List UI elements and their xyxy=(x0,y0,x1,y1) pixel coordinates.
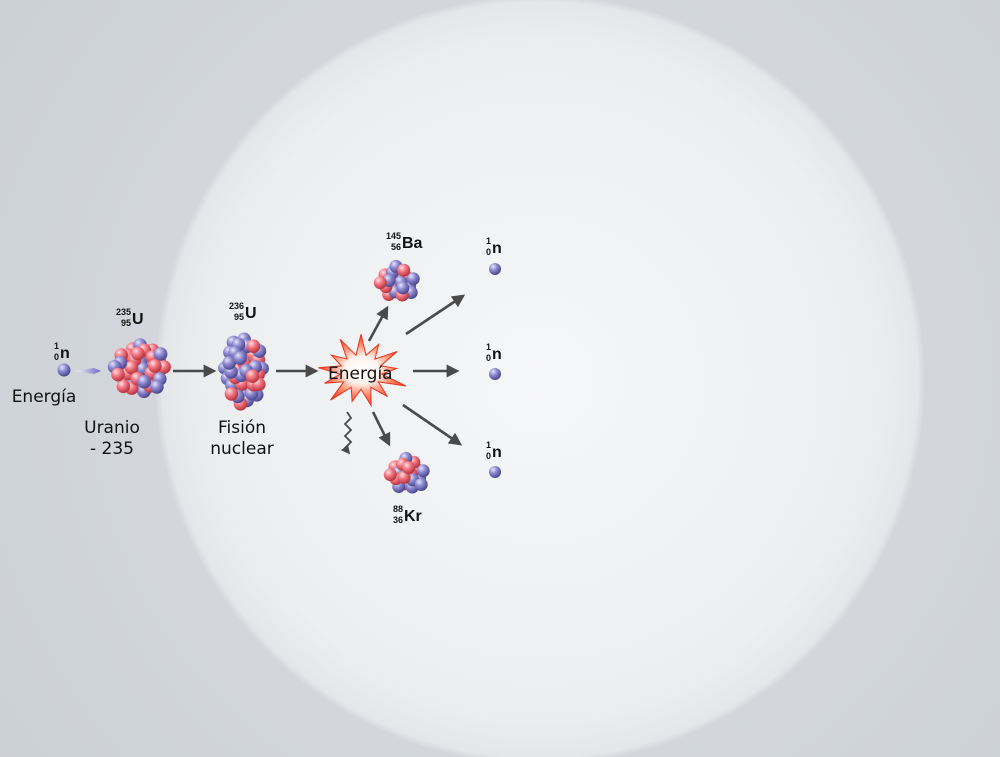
neutron xyxy=(137,375,151,389)
uranium-235-nucleus xyxy=(107,338,171,399)
caption-line-2: - 235 xyxy=(90,439,134,460)
atomic-number: 0 xyxy=(485,353,491,363)
element-symbol: U xyxy=(245,305,257,322)
fission-caption: Fisión nuclear xyxy=(196,418,288,461)
proton xyxy=(116,379,131,394)
element-symbol: U xyxy=(132,311,144,328)
neutron xyxy=(396,281,410,295)
proton xyxy=(373,276,387,290)
proton xyxy=(124,360,139,375)
incoming-energy-label: Energía xyxy=(11,387,77,407)
mass-number: 1 xyxy=(485,440,491,450)
released-neutron-symbol-middle: 1 0 n xyxy=(486,343,502,364)
neutron-particle xyxy=(57,363,71,377)
released-neutron-middle xyxy=(489,368,501,380)
proton xyxy=(111,367,125,382)
element-symbol: Kr xyxy=(404,508,422,525)
element-symbol: n xyxy=(60,345,70,362)
proton xyxy=(397,263,411,277)
incoming-neutron-symbol: 1 0 n xyxy=(54,342,70,363)
arrow-to-neutron-bottom xyxy=(402,403,463,446)
energy-burst-star xyxy=(318,334,407,408)
released-neutron-symbol-top: 1 0 n xyxy=(486,237,502,258)
atomic-number: 0 xyxy=(485,247,491,257)
incoming-neutron xyxy=(57,363,101,377)
neutron xyxy=(222,356,236,370)
mass-number: 1 xyxy=(53,341,59,351)
proton xyxy=(383,468,397,482)
mass-number: 145 xyxy=(385,231,401,241)
uranium-236-symbol: 236 95 U xyxy=(229,302,257,323)
atomic-number: 95 xyxy=(120,318,131,328)
mass-number: 88 xyxy=(392,504,403,514)
released-neutron-bottom xyxy=(489,466,501,478)
arrow-to-neutron-top xyxy=(405,294,466,336)
uranium-235-caption: Uranio - 235 xyxy=(66,418,158,461)
arrow-to-krypton xyxy=(371,411,391,447)
atomic-number: 56 xyxy=(390,242,401,252)
neutron xyxy=(150,380,164,394)
krypton-nucleus xyxy=(383,451,430,494)
mass-number: 236 xyxy=(228,301,244,311)
atomic-number: 0 xyxy=(485,451,491,461)
neutron xyxy=(153,347,168,361)
element-symbol: Ba xyxy=(402,235,423,252)
proton xyxy=(246,339,261,354)
proton xyxy=(131,346,145,361)
released-neutron-symbol-bottom: 1 0 n xyxy=(486,441,502,462)
reaction-arrows xyxy=(173,294,466,447)
burst-energy-label: Energía xyxy=(328,364,393,384)
neutron xyxy=(414,478,428,491)
mass-number: 1 xyxy=(485,236,491,246)
mass-number: 1 xyxy=(485,342,491,352)
krypton-symbol: 88 36 Kr xyxy=(393,505,422,526)
barium-nucleus xyxy=(373,259,420,302)
caption-line-1: Fisión xyxy=(217,418,267,438)
uranium-235-symbol: 235 95 U xyxy=(116,308,144,329)
mass-number: 235 xyxy=(115,307,131,317)
element-symbol: n xyxy=(492,346,502,363)
neutron xyxy=(233,351,247,366)
element-symbol: n xyxy=(492,240,502,257)
uranium-236-nucleus xyxy=(218,332,269,411)
arrow-to-barium xyxy=(367,305,389,342)
neutron-trail xyxy=(74,368,101,374)
barium-symbol: 145 56 Ba xyxy=(386,232,423,253)
proton xyxy=(148,359,162,373)
neutron xyxy=(416,464,430,478)
atomic-number: 0 xyxy=(53,352,59,362)
gamma-ray-arrow xyxy=(340,411,353,455)
caption-line-2: nuclear xyxy=(210,439,274,460)
element-symbol: n xyxy=(492,444,502,461)
proton xyxy=(402,461,416,475)
proton xyxy=(245,369,260,384)
proton xyxy=(224,387,239,401)
caption-line-1: Uranio xyxy=(84,418,140,438)
released-neutron-top xyxy=(489,263,501,275)
atomic-number: 36 xyxy=(392,515,403,525)
atomic-number: 95 xyxy=(233,312,244,322)
neutron xyxy=(406,272,420,286)
